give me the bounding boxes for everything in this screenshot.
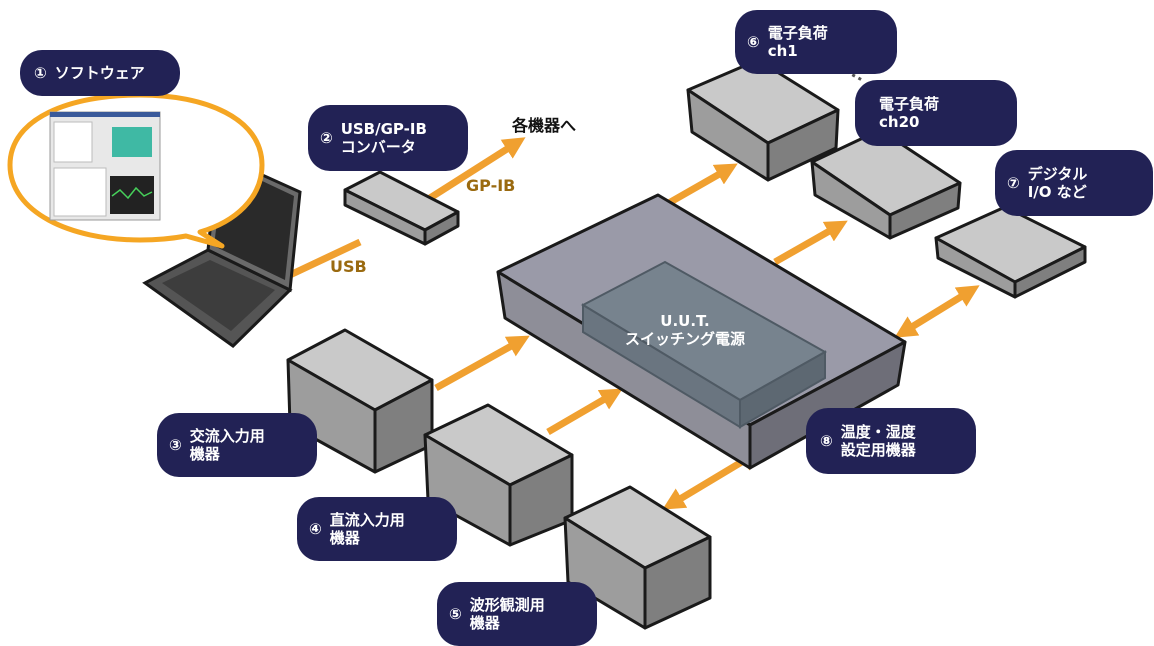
software-screenshot-icon [49, 111, 161, 221]
arrow-to-load-ch20 [773, 220, 848, 266]
label-temp-humid: ⑧ 温度・湿度 設定用機器 [806, 408, 976, 474]
label-ac-input: ③ 交流入力用 機器 [157, 413, 317, 477]
label-software-number: ① [34, 64, 47, 82]
connection-lines [288, 137, 980, 510]
label-converter-number: ② [320, 129, 333, 147]
label-waveform-text: 波形観測用 機器 [469, 596, 545, 632]
label-dc-input-number: ④ [309, 520, 322, 538]
waveform-box-icon [563, 485, 712, 630]
arrow-to-load-ch1 [658, 163, 738, 212]
usb-label: USB [330, 257, 367, 276]
label-digital-io-number: ⑦ [1007, 174, 1020, 192]
uut-label: U.U.T. スイッチング電源 [624, 312, 745, 348]
label-temp-humid-text: 温度・湿度 設定用機器 [840, 423, 916, 459]
label-software-text: ソフトウェア [54, 64, 145, 82]
ac-input-box-icon [286, 328, 434, 474]
load-ch20-box-icon [810, 128, 962, 240]
label-load-ch1: ⑥ 電子負荷 ch1 [735, 10, 897, 74]
arrow-from-ac [434, 335, 530, 392]
dc-input-box-icon [423, 403, 574, 547]
label-dc-input-text: 直流入力用 機器 [329, 511, 405, 547]
label-dc-input: ④ 直流入力用 機器 [297, 497, 457, 561]
converter-box-icon [343, 170, 460, 246]
label-load-ch20: 電子負荷 ch20 [855, 80, 1017, 146]
digital-io-box-icon [934, 205, 1087, 299]
label-digital-io-text: デジタル I/O など [1027, 165, 1088, 201]
label-load-ch1-text: 電子負荷 ch1 [767, 24, 828, 60]
label-temp-humid-number: ⑧ [820, 432, 833, 450]
usb-line [288, 238, 362, 279]
label-ac-input-text: 交流入力用 機器 [189, 427, 265, 463]
label-ac-input-number: ③ [169, 436, 182, 454]
arrow-from-dc [546, 388, 623, 436]
label-waveform-number: ⑤ [449, 605, 462, 623]
label-software: ① ソフトウェア [20, 50, 180, 96]
label-digital-io: ⑦ デジタル I/O など [995, 150, 1153, 216]
switching-power-supply-icon [580, 260, 828, 429]
label-converter: ② USB/GP-IB コンバータ [308, 105, 468, 171]
label-load-ch20-text: 電子負荷 ch20 [879, 95, 940, 131]
arrow-digital-io [894, 285, 980, 338]
gpib-label: GP-IB [466, 176, 516, 195]
label-converter-text: USB/GP-IB コンバータ [340, 120, 427, 156]
software-speech-bubble [7, 92, 265, 249]
gpib-arrow [428, 137, 526, 201]
to-devices-label: 各機器へ [512, 116, 577, 135]
load-ch1-box-icon [686, 58, 840, 182]
label-waveform: ⑤ 波形観測用 機器 [437, 582, 597, 646]
label-load-ch1-number: ⑥ [747, 33, 760, 51]
